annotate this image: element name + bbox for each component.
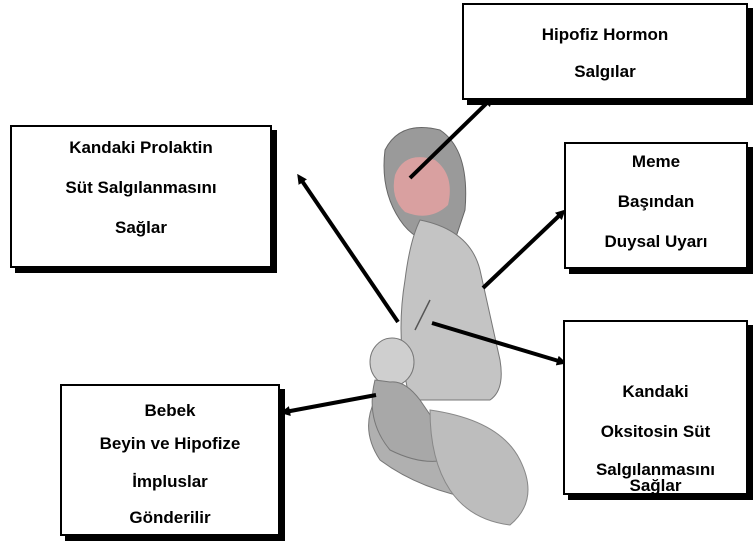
box-line: Hipofiz Hormon [464, 25, 746, 45]
box-line: Kandaki [565, 382, 746, 402]
box-hipofiz-hormon: Hipofiz Hormon Salgılar [462, 3, 748, 100]
box-line: İmpluslar [62, 472, 278, 492]
box-kandaki-prolaktin: Kandaki Prolaktin Süt Salgılanmasını Sağ… [10, 125, 272, 268]
box-kandaki-oksitosin: Kandaki Oksitosin Süt Salgılanmasını Sağ… [563, 320, 748, 495]
box-line: Bebek [62, 401, 278, 421]
box-line: Sağlar [565, 476, 746, 496]
box-line: Süt Salgılanmasını [12, 178, 270, 198]
box-meme-basindan: Meme Başından Duysal Uyarı [564, 142, 748, 269]
arrow-to-prolaktin [300, 178, 398, 322]
box-line: Başından [566, 192, 746, 212]
box-line: Beyin ve Hipofize [62, 434, 278, 454]
arrow-to-meme [483, 213, 562, 288]
box-line: Sağlar [12, 218, 270, 238]
box-line: Salgılar [464, 62, 746, 82]
box-bebek: Bebek Beyin ve Hipofize İmpluslar Gönder… [60, 384, 280, 536]
box-line: Oksitosin Süt [565, 422, 746, 442]
box-line: Gönderilir [62, 508, 278, 528]
box-line: Duysal Uyarı [566, 232, 746, 252]
box-line: Meme [566, 152, 746, 172]
arrow-to-bebek [285, 395, 376, 412]
box-line: Kandaki Prolaktin [12, 138, 270, 158]
